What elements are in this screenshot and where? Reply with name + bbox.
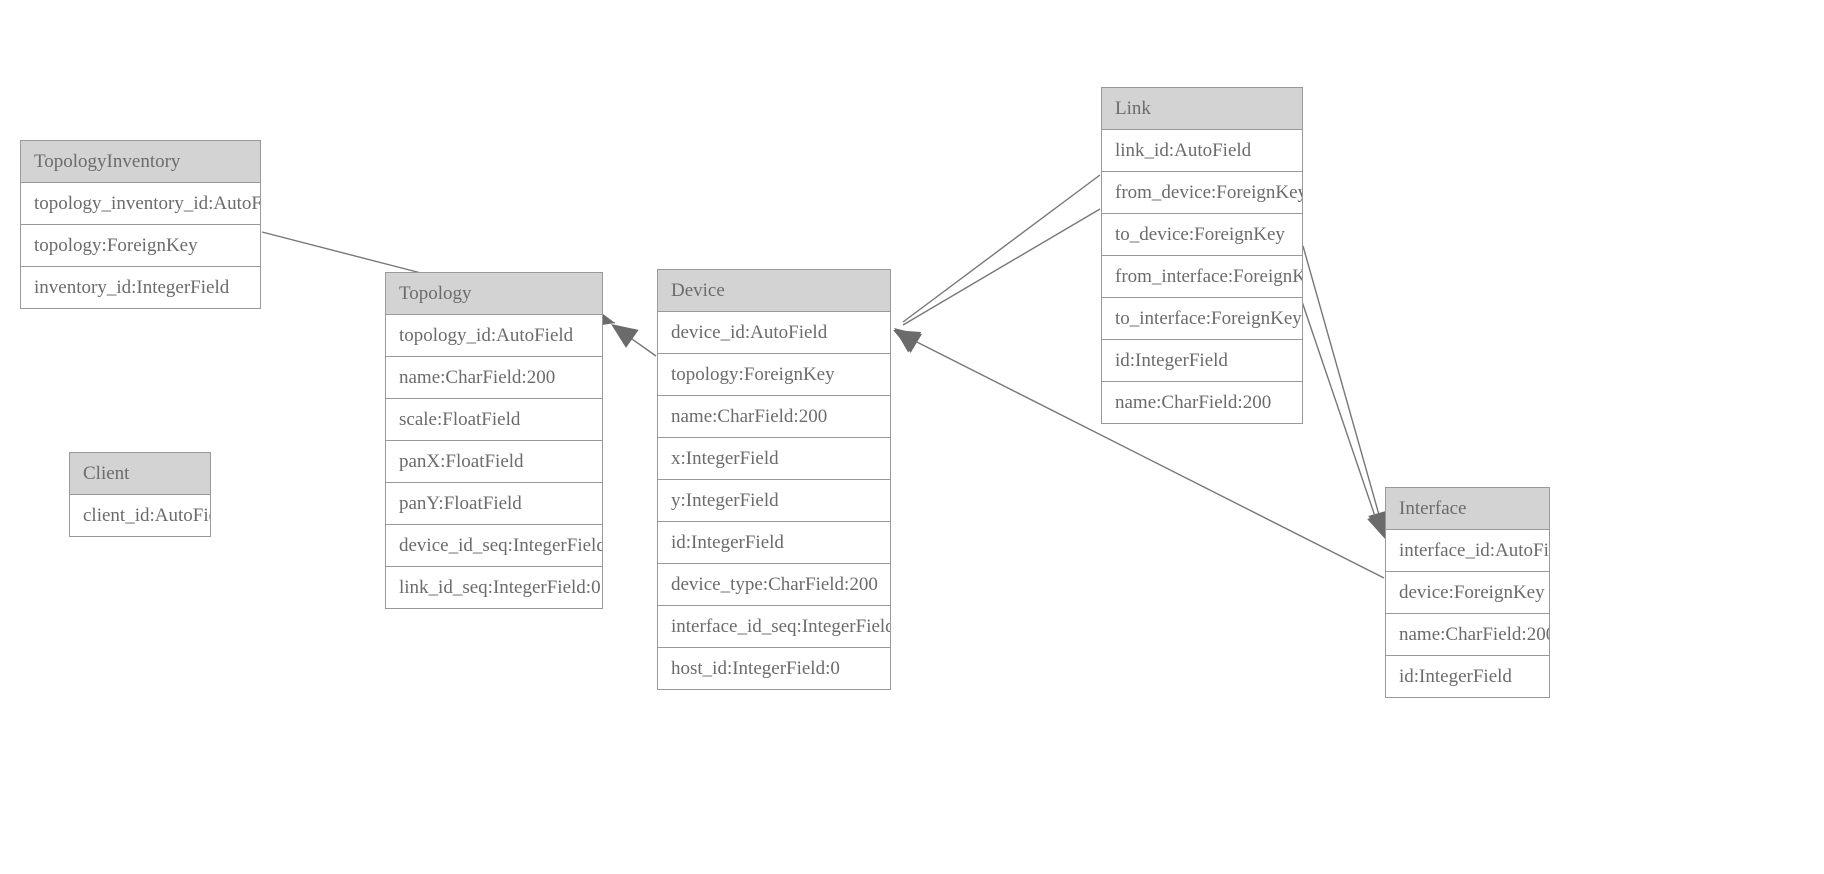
entity-field-row: topology_id:AutoField: [386, 315, 602, 357]
entity-field-row: scale:FloatField: [386, 399, 602, 441]
entity-field-row: topology:ForeignKey: [21, 225, 260, 267]
relationship-link-to-device-to-device: [894, 208, 1101, 353]
entity-field-row: name:CharField:200: [1386, 614, 1549, 656]
entity-field-row: device_id:AutoField: [658, 312, 890, 354]
entity-title-interface: Interface: [1386, 488, 1549, 530]
entity-field-row: interface_id_seq:IntegerField:0: [658, 606, 890, 648]
entity-field-row: y:IntegerField: [658, 480, 890, 522]
relationship-arrowhead: [611, 324, 639, 348]
entity-field-row: host_id:IntegerField:0: [658, 648, 890, 689]
entity-field-row: from_interface:ForeignKey: [1102, 256, 1302, 298]
relationship-line: [902, 208, 1101, 326]
relationship-line: [1294, 280, 1381, 532]
entity-field-row: device_id_seq:IntegerField:0: [386, 525, 602, 567]
relationship-link-from-device-to-device: [894, 174, 1101, 353]
relationship-arrowhead: [894, 328, 922, 353]
entity-field-row: link_id_seq:IntegerField:0: [386, 567, 602, 608]
entity-title-link: Link: [1102, 88, 1302, 130]
entity-field-row: panY:FloatField: [386, 483, 602, 525]
entity-field-row: name:CharField:200: [658, 396, 890, 438]
entity-title-device: Device: [658, 270, 890, 312]
relationship-link-from-interface-to-interface: [1302, 245, 1390, 538]
entity-field-row: name:CharField:200: [386, 357, 602, 399]
entity-field-row: device:ForeignKey: [1386, 572, 1549, 614]
entity-field-row: name:CharField:200: [1102, 382, 1302, 423]
relationship-line: [614, 326, 657, 357]
relationship-device-to-topology: [611, 324, 657, 357]
relationship-link-to-interface-to-interface: [1294, 280, 1388, 540]
entity-field-row: interface_id:AutoField: [1386, 530, 1549, 572]
entity-title-topology: Topology: [386, 273, 602, 315]
relationship-line: [1302, 245, 1384, 530]
entity-field-row: topology_inventory_id:AutoField: [21, 183, 260, 225]
entity-field-row: from_device:ForeignKey: [1102, 172, 1302, 214]
relationship-line: [902, 174, 1101, 323]
entity-field-row: panX:FloatField: [386, 441, 602, 483]
entity-field-row: topology:ForeignKey: [658, 354, 890, 396]
entity-field-row: x:IntegerField: [658, 438, 890, 480]
entity-field-row: id:IntegerField: [1386, 656, 1549, 697]
relationship-arrowhead: [894, 330, 922, 353]
entity-box-interface[interactable]: Interfaceinterface_id:AutoFielddevice:Fo…: [1385, 487, 1550, 698]
entity-field-row: inventory_id:IntegerField: [21, 267, 260, 308]
entity-field-row: device_type:CharField:200: [658, 564, 890, 606]
relationship-arrowhead: [893, 330, 922, 352]
entity-field-row: link_id:AutoField: [1102, 130, 1302, 172]
entity-field-row: id:IntegerField: [1102, 340, 1302, 382]
entity-title-topology-inventory: TopologyInventory: [21, 141, 260, 183]
entity-field-row: to_device:ForeignKey: [1102, 214, 1302, 256]
entity-field-row: client_id:AutoField: [70, 495, 210, 536]
entity-field-row: id:IntegerField: [658, 522, 890, 564]
entity-title-client: Client: [70, 453, 210, 495]
entity-field-row: to_interface:ForeignKey: [1102, 298, 1302, 340]
